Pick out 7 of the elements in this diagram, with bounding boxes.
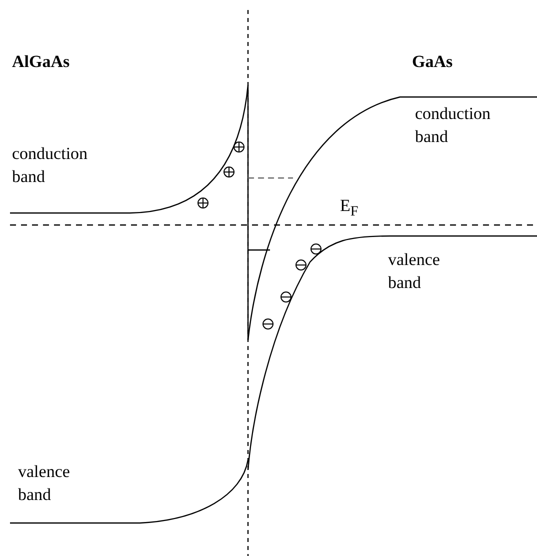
region-label: GaAs — [412, 51, 453, 73]
band-label: conduction band — [12, 143, 89, 188]
band-label: valence band — [18, 461, 71, 506]
band-label: valence band — [388, 249, 441, 294]
band-label: conduction band — [415, 103, 492, 148]
region-label: AlGaAs — [12, 51, 70, 73]
fermi-level-label: E$_{F}$ — [340, 195, 358, 222]
